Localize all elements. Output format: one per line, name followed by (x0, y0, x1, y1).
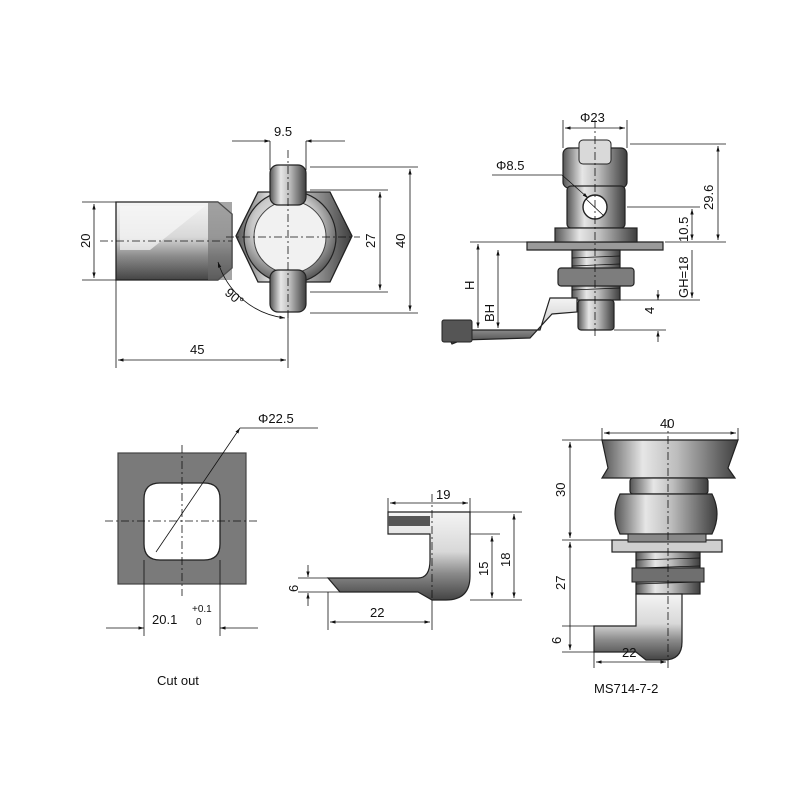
cam-end (441, 319, 473, 343)
dim-40: 40 (393, 234, 408, 248)
shaft-end (577, 299, 615, 331)
dim-9-5: 9.5 (274, 124, 292, 139)
cam-top-slot (388, 516, 430, 526)
dim-dia-8-5: Φ8.5 (496, 158, 524, 173)
front-view: 9.5 20 27 40 45 90° (78, 124, 418, 368)
dim-20: 20 (78, 234, 93, 248)
dim-45: 45 (190, 342, 204, 357)
dim-bh: BH (482, 304, 497, 322)
dim-gh-18: GH=18 (676, 256, 691, 298)
cam-highlight (120, 206, 205, 250)
dim-dia-23: Φ23 (580, 110, 605, 125)
dim-22-cam: 22 (370, 605, 384, 620)
flange-collar (554, 227, 638, 243)
dim-dia-22-5: Φ22.5 (258, 411, 294, 426)
cam-lever (447, 297, 578, 345)
dim-22-side: 22 (622, 645, 636, 660)
t-handle (600, 439, 739, 479)
dim-h: H (462, 281, 477, 290)
dim-29-6: 29.6 (701, 185, 716, 210)
nut-lower (557, 267, 635, 287)
dim-30: 30 (553, 483, 568, 497)
cam-view: 19 15 18 6 22 (286, 487, 522, 630)
dim-4: 4 (642, 307, 657, 314)
dim-18: 18 (498, 553, 513, 567)
dim-10-5: 10.5 (676, 217, 691, 242)
dim-40-side: 40 (660, 416, 674, 431)
dim-27-side: 27 (553, 576, 568, 590)
tol-lower: 0 (196, 617, 202, 628)
handle-neck (629, 477, 709, 495)
tol-upper: +0.1 (192, 604, 212, 615)
model-number: MS714-7-2 (594, 681, 658, 696)
dim-27: 27 (363, 234, 378, 248)
dim-6-cam: 6 (286, 585, 301, 592)
side-collar (627, 533, 707, 543)
cutout-view: Φ22.5 20.1 +0.1 0 Cut out (105, 411, 318, 688)
dim-20-1: 20.1 (152, 612, 177, 627)
dim-6-side: 6 (549, 637, 564, 644)
dim-19: 19 (436, 487, 450, 502)
dim-15: 15 (476, 562, 491, 576)
cutout-caption: Cut out (157, 673, 199, 688)
side-cam (593, 593, 683, 661)
barrel (614, 493, 718, 535)
side-view: 40 30 27 6 22 MS714-7-2 (549, 416, 739, 696)
angle-90: 90° (222, 285, 247, 309)
side-elevation: Φ23 Φ8.5 29.6 10.5 GH=18 4 H BH (441, 110, 726, 345)
